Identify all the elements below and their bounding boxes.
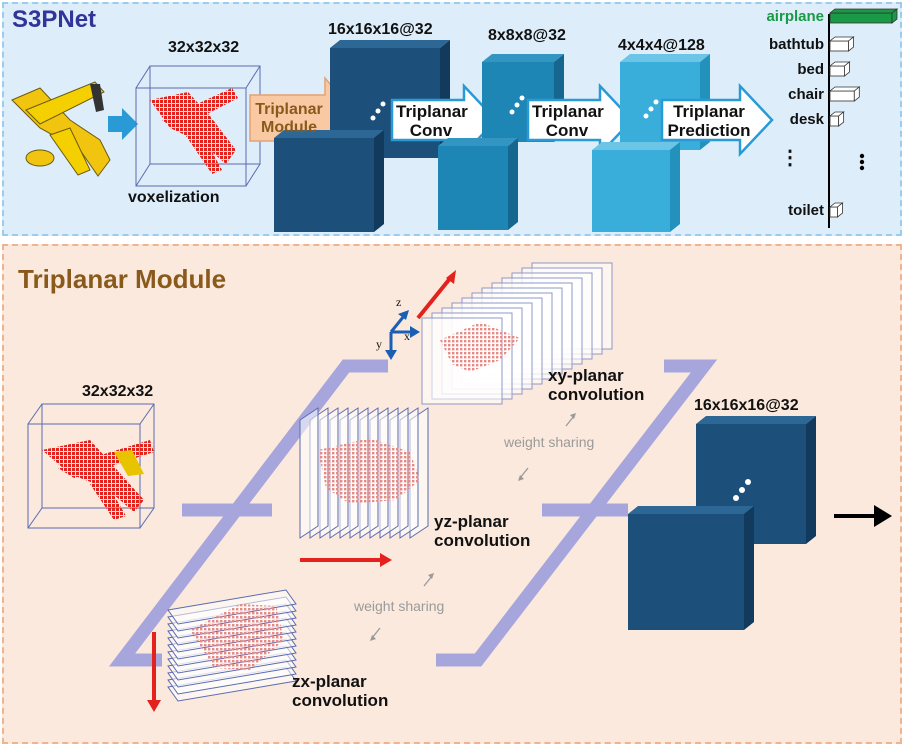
module-input-dim: 32x32x32 [82, 383, 154, 400]
airplane-image [11, 81, 111, 177]
class-label: chair [788, 86, 824, 103]
output-feature-block [628, 416, 816, 630]
axis-z-label: z [396, 295, 402, 309]
voxelization-label: voxelization [128, 189, 220, 206]
class-score-bar [828, 111, 845, 127]
slice-plane [299, 407, 319, 539]
class-label: bathtub [769, 36, 824, 53]
class-label: toilet [788, 202, 824, 219]
class-score-bar [828, 86, 861, 102]
slice-plane [167, 589, 297, 625]
xy-slice-stack [421, 262, 613, 405]
weight-sharing-label-1: weight sharing [504, 434, 595, 450]
axis-x-label: x [404, 329, 410, 343]
input-dim-label: 32x32x32 [168, 39, 240, 56]
split-bracket [108, 359, 388, 667]
merge-bracket [436, 359, 718, 667]
zx-slice-stack [167, 589, 297, 702]
axis-y-label: y [376, 337, 382, 351]
weight-sharing-label-2: weight sharing [354, 598, 445, 614]
class-score-bar [828, 8, 899, 24]
yz-slice-stack [299, 407, 429, 539]
module-output-dim: 16x16x16@32 [694, 397, 799, 414]
feature-block-3 [592, 54, 710, 232]
feature-block-1 [274, 40, 450, 232]
feature-dim-3: 4x4x4@128 [618, 37, 705, 54]
class-label: bed [797, 61, 824, 78]
voxel-airplane [150, 88, 238, 174]
class-label: ⋮ [780, 147, 800, 169]
class-score-bar [828, 202, 844, 218]
class-score-bar [828, 36, 855, 52]
input-voxel-airplane [42, 440, 154, 520]
class-score-bar [828, 61, 851, 77]
triplanar-conv-arrow-1 [390, 82, 498, 158]
module-title: Triplanar Module [18, 264, 227, 294]
feature-dim-1: 16x16x16@32 [328, 21, 433, 38]
zx-direction-arrow [147, 632, 161, 712]
feature-dim-2: 8x8x8@32 [488, 27, 566, 44]
voxelize-arrow [108, 108, 138, 140]
slice-airplane-voxels [318, 438, 420, 504]
network-title: S3PNet [12, 6, 97, 33]
xy-direction-arrow [416, 270, 456, 320]
input-cube [27, 403, 155, 529]
class-label: desk [789, 111, 824, 128]
score-ellipsis [859, 153, 865, 171]
triplanar-conv-arrow-2 [526, 82, 634, 158]
slice-airplane-voxels [190, 604, 284, 670]
class-bars [828, 8, 899, 218]
class-label: airplane [766, 8, 824, 25]
triplanar-prediction-arrow [660, 82, 774, 158]
yz-direction-arrow [300, 553, 392, 567]
weight-sharing-arrows [370, 413, 576, 641]
axes-gizmo [385, 310, 420, 360]
slice-airplane-voxels [440, 322, 520, 372]
feature-block-2 [438, 54, 564, 230]
output-arrow [834, 505, 892, 527]
